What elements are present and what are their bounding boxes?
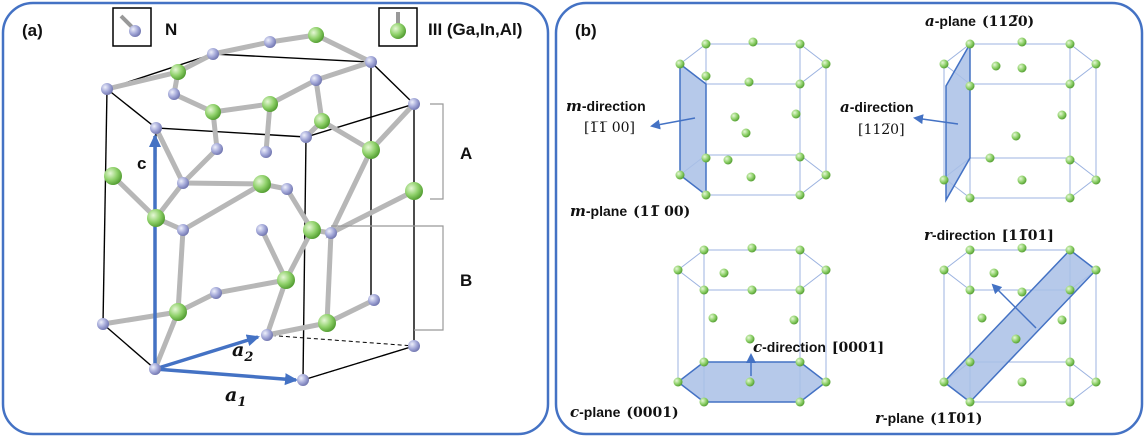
a-plane-label: a-plane(112̅0) <box>925 12 1034 30</box>
a-direction-arrow <box>913 114 959 125</box>
layer-bracket-b <box>331 225 444 331</box>
layer-bracket-a <box>430 103 444 200</box>
lattice-vectors <box>149 134 298 386</box>
panel-a-frame <box>1 1 550 436</box>
m-direction-label: m-direction <box>566 97 646 115</box>
r-plane-atoms <box>939 243 1101 407</box>
a-direction-index: [112̅0] <box>858 122 905 138</box>
a2-axis-subscript: 2 <box>243 350 253 365</box>
legend-n <box>112 7 152 47</box>
m-direction-index: [1̅1̅ 00] <box>584 120 635 136</box>
c-plane-atoms <box>673 243 831 407</box>
c-axis-label: c <box>137 154 146 173</box>
n-atoms <box>97 36 420 386</box>
a-plane-shade <box>945 41 971 203</box>
a1-axis-subscript: 1 <box>237 395 246 410</box>
legend-iii-atom <box>390 23 406 39</box>
layer-a-label: A <box>460 144 472 163</box>
layer-b-label: B <box>460 271 472 290</box>
panel-a-tag: (a) <box>22 21 43 40</box>
c-direction-label: c-direction[0001] <box>753 338 884 356</box>
panel-b-frame <box>554 1 1144 436</box>
legend-iii <box>378 7 418 47</box>
back-dashed-edges <box>264 334 415 381</box>
r-direction-arrow <box>991 283 1037 329</box>
m-plane-atoms <box>675 37 831 200</box>
c-plane-label: c-plane(0001) <box>570 403 679 421</box>
panel-b-tag: (b) <box>575 21 597 40</box>
a2-axis-label: a2 <box>232 339 253 365</box>
a-direction-label: a-direction <box>840 98 914 116</box>
a1-axis-label: a1 <box>225 384 246 410</box>
a-plane-atoms <box>939 37 1101 203</box>
a2-vector-arrow <box>154 334 260 371</box>
legend-iii-label: III (Ga,In,Al) <box>428 20 522 39</box>
iii-atoms <box>104 27 423 332</box>
r-plane-label: r-plane(11̅01) <box>875 409 982 427</box>
legend-n-label: N <box>165 20 177 39</box>
m-plane-label: m-plane(11̅ 00) <box>570 202 690 220</box>
a1-vector-arrow <box>154 367 298 386</box>
legend-n-atom <box>129 25 141 37</box>
bonds <box>100 32 417 372</box>
m-direction-arrow <box>650 117 696 130</box>
r-direction-label: r-direction[11̅01] <box>924 226 1054 244</box>
